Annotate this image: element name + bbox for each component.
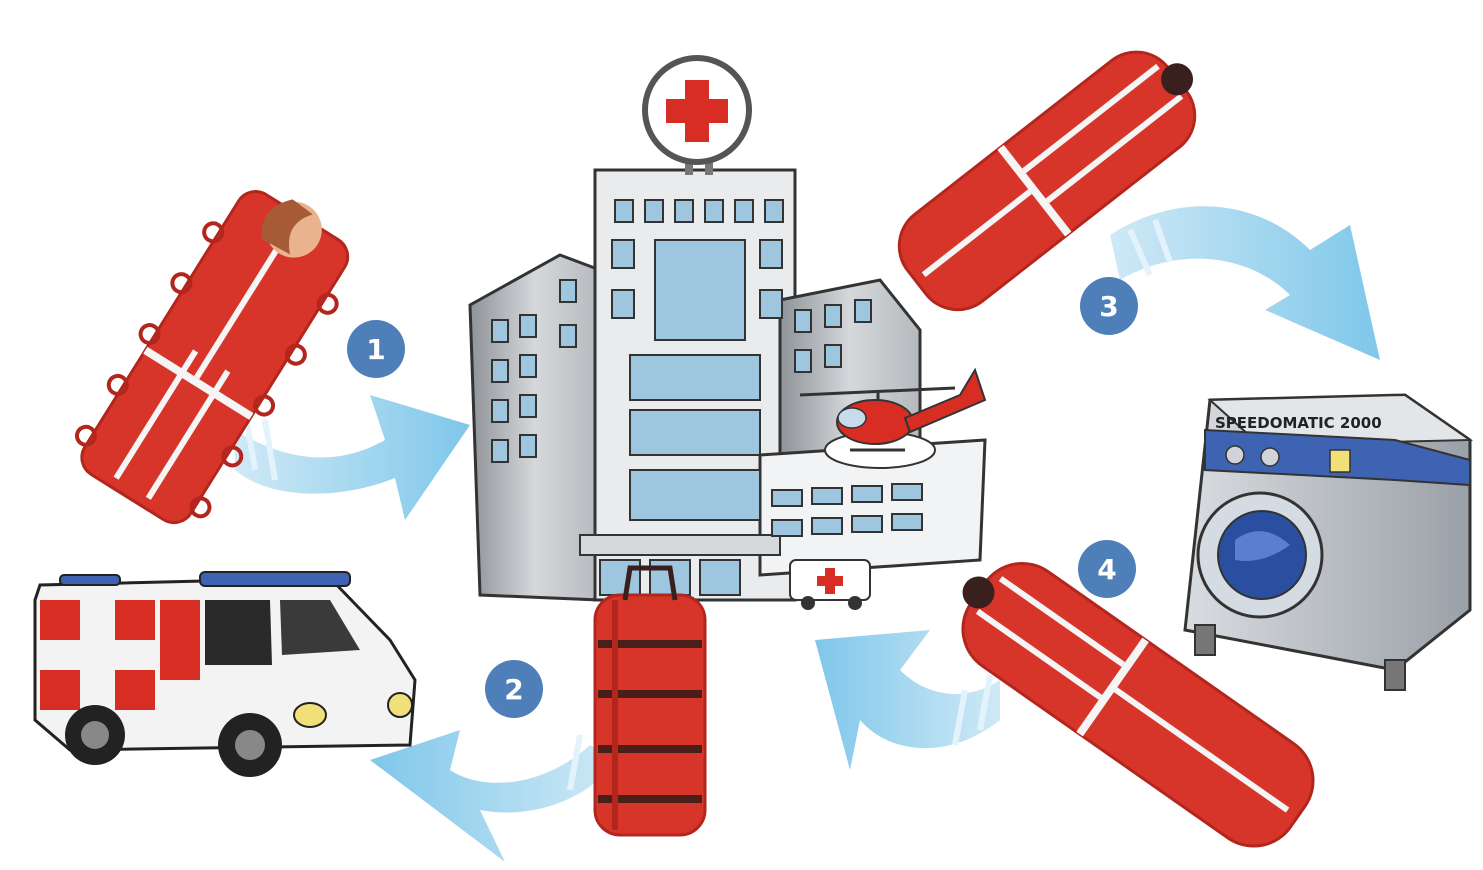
step-badge-1: 1: [347, 320, 405, 378]
washer-label: SPEEDOMATIC 2000: [1215, 414, 1382, 432]
arrow-icon: [370, 730, 615, 862]
washing-machine-icon: SPEEDOMATIC 2000: [1185, 395, 1470, 690]
stretcher-bag-icon: [595, 568, 705, 835]
ambulance-icon: [35, 572, 415, 777]
step-badge-2: 2: [485, 660, 543, 718]
stretcher-bag-icon: [883, 26, 1223, 326]
step-badge-3: 3: [1080, 277, 1138, 335]
arrow-icon: [1110, 206, 1380, 360]
step-badge-4: 4: [1078, 540, 1136, 598]
hospital-icon: [470, 58, 985, 610]
